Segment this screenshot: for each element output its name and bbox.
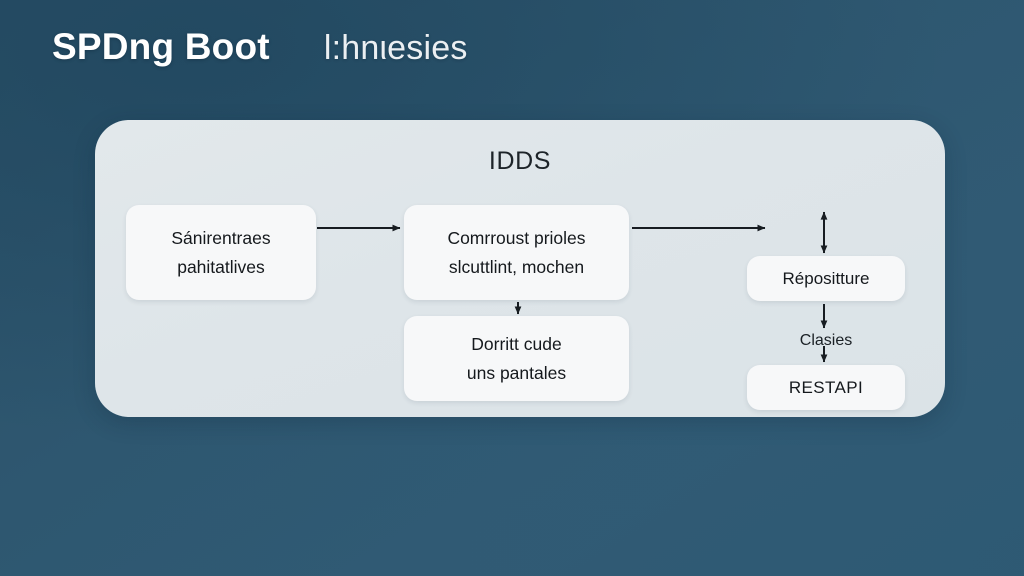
node-restapi-label: RESTAPI bbox=[788, 377, 864, 397]
node-sources[interactable]: Sánirentraes pahitatlives bbox=[126, 205, 316, 300]
node-repository[interactable]: Répositture bbox=[747, 256, 905, 301]
title-secondary-text: l:hnιesies bbox=[323, 29, 468, 67]
title-primary-text: SPDng Boot bbox=[52, 26, 270, 67]
node-output[interactable]: Dorritt cude uns pantales bbox=[404, 316, 629, 401]
node-repository-label: Répositture bbox=[782, 268, 870, 288]
node-restapi[interactable]: RESTAPI bbox=[747, 365, 905, 410]
page-title: SPDng Boot l:hnιesies bbox=[52, 26, 468, 68]
node-process-line-1: Comrroust prioles bbox=[447, 228, 586, 249]
node-output-line-2: uns pantales bbox=[466, 362, 567, 383]
node-process[interactable]: Comrroust prioles slcuttlint, mochen bbox=[404, 205, 629, 300]
node-sources-line-1: Sánirentraes bbox=[171, 228, 271, 249]
architecture-panel: IDDS bbox=[95, 120, 945, 417]
edge-label-clasies: Clasies bbox=[799, 332, 853, 349]
node-output-line-1: Dorritt cude bbox=[471, 334, 562, 355]
node-process-line-2: slcuttlint, mochen bbox=[448, 256, 585, 277]
panel-heading: IDDS bbox=[488, 147, 552, 175]
node-sources-line-2: pahitatlives bbox=[177, 256, 265, 277]
